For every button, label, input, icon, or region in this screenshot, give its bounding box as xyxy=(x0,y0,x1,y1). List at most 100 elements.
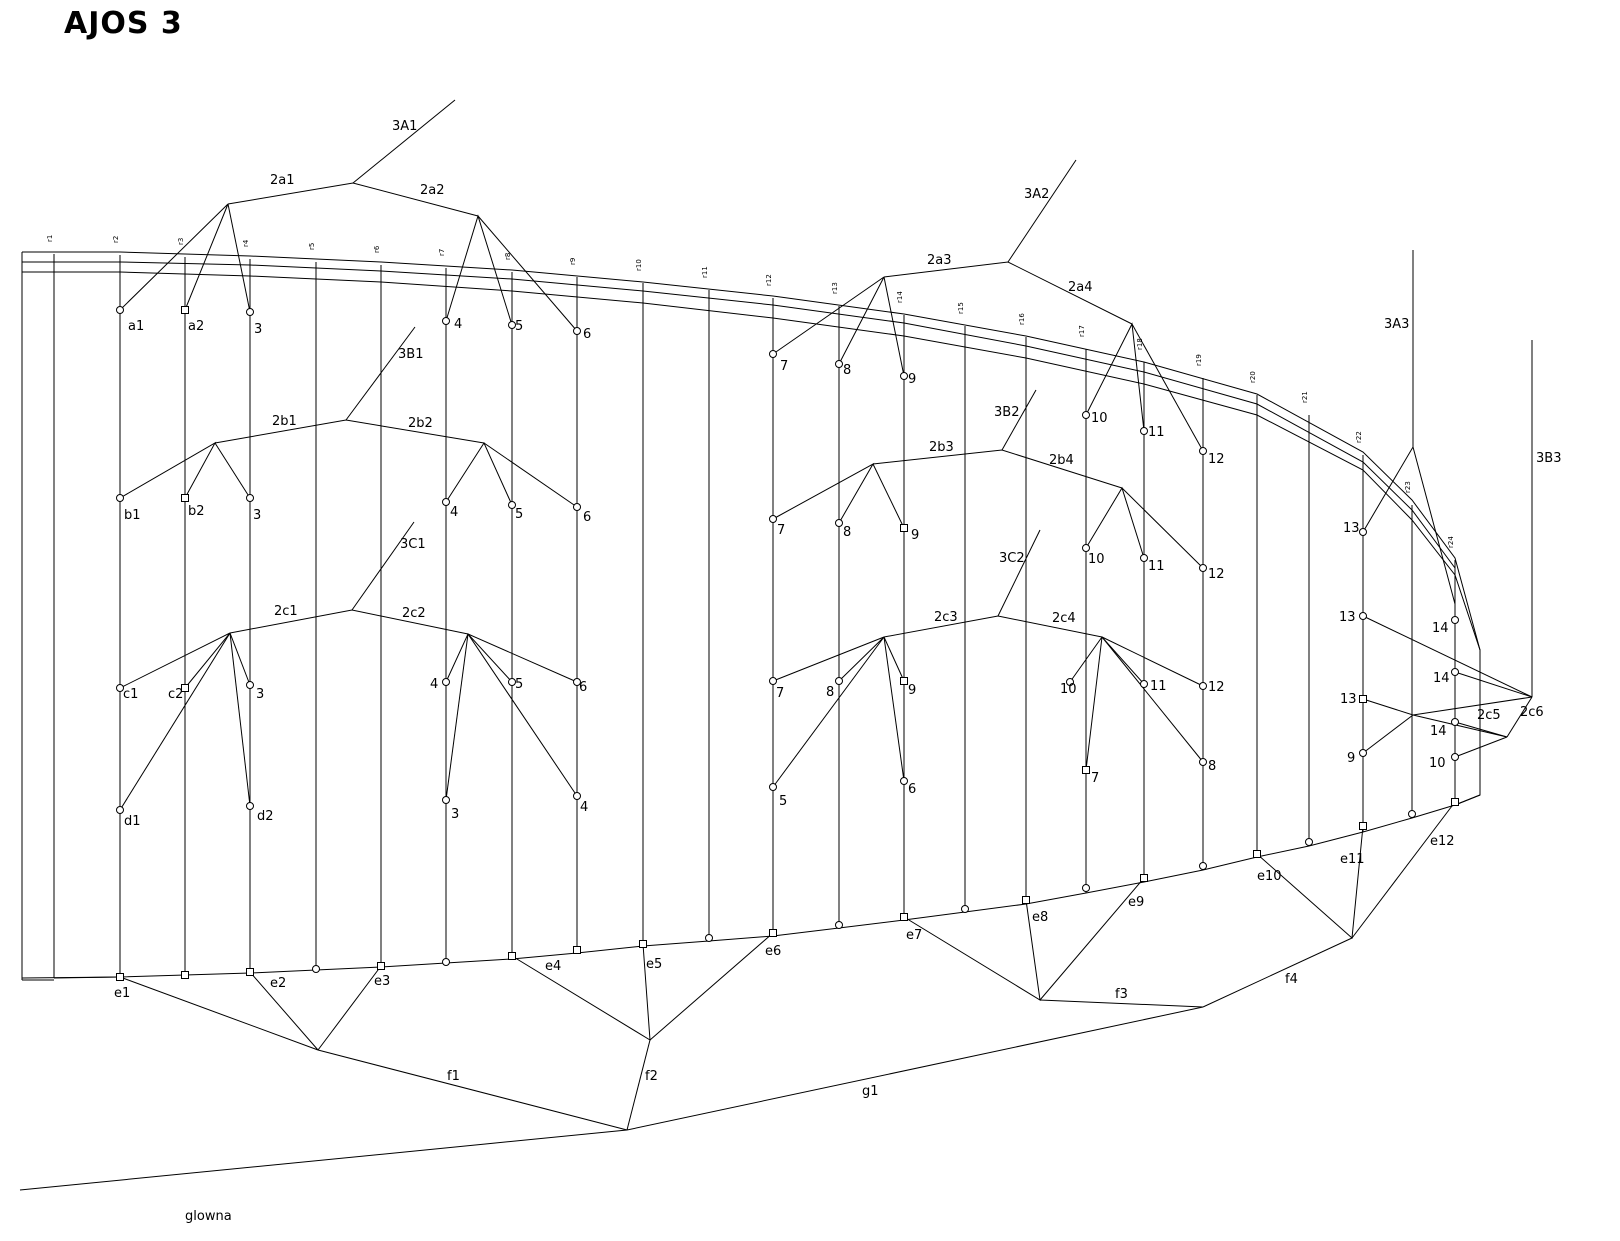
node-number-label: 6 xyxy=(908,782,916,797)
square-node xyxy=(246,968,254,976)
pipe-line xyxy=(1202,937,1353,1008)
square-node xyxy=(639,940,647,948)
node-number-label: 5 xyxy=(515,319,523,334)
pipe-line xyxy=(511,943,651,1041)
pipe-line xyxy=(351,521,415,611)
row-label: r23 xyxy=(1404,481,1412,493)
valve-node xyxy=(116,306,124,314)
pipe-line xyxy=(883,261,1133,325)
pipe-line xyxy=(119,971,319,1051)
row-label: r6 xyxy=(373,245,381,253)
node-number-label: 4 xyxy=(454,317,462,332)
node-number-label: 13 xyxy=(1340,692,1357,707)
valve-node xyxy=(835,360,843,368)
row-label: r5 xyxy=(308,243,316,250)
valve-node xyxy=(246,494,254,502)
pipe-line xyxy=(21,976,121,979)
valve-node xyxy=(769,515,777,523)
pipe-line xyxy=(445,633,513,683)
label-a1: a1 xyxy=(128,319,144,334)
label-2c4: 2c4 xyxy=(1052,611,1076,626)
pipe-line xyxy=(626,1006,1204,1131)
node-number-label: 5 xyxy=(779,794,787,809)
node-number-label: 10 xyxy=(1429,756,1446,771)
node-number-label: 6 xyxy=(583,510,591,525)
pipe-line xyxy=(229,632,251,686)
label-e2: e2 xyxy=(270,976,286,991)
square-node xyxy=(116,973,124,981)
square-node xyxy=(1359,822,1367,830)
valve-node xyxy=(1359,749,1367,757)
node-number-label: 3 xyxy=(451,807,459,822)
label-2b1: 2b1 xyxy=(272,414,297,429)
node-number-label: 11 xyxy=(1148,559,1165,574)
square-node xyxy=(900,913,908,921)
square-node xyxy=(181,494,189,502)
label-2b3: 2b3 xyxy=(929,440,954,455)
valve-node xyxy=(508,501,516,509)
valve-node xyxy=(705,934,713,942)
node-number-label: 7 xyxy=(1091,771,1099,786)
pipe-line xyxy=(477,215,578,332)
pipe-line xyxy=(483,442,578,508)
valve-node xyxy=(508,678,516,686)
pipe-line xyxy=(1131,323,1204,452)
valve-node xyxy=(1082,544,1090,552)
pipe-line xyxy=(229,632,251,807)
pipe-line xyxy=(445,441,513,506)
valve-node xyxy=(1199,758,1207,766)
row-label: r17 xyxy=(1078,325,1086,337)
valve-node xyxy=(1451,668,1459,676)
valve-node xyxy=(246,681,254,689)
pipe-line xyxy=(772,462,875,524)
row-label: r9 xyxy=(569,258,577,265)
pipe-line xyxy=(445,214,513,326)
valve-node xyxy=(1199,682,1207,690)
label-2c5: 2c5 xyxy=(1477,708,1501,723)
square-node xyxy=(573,946,581,954)
pipe-line xyxy=(1454,736,1508,758)
row-label: r7 xyxy=(438,249,446,256)
pipe-line xyxy=(1069,636,1145,685)
square-node xyxy=(181,306,189,314)
row-label: r10 xyxy=(635,259,643,271)
pipe-line xyxy=(1362,615,1533,698)
label-2c1: 2c1 xyxy=(274,604,298,619)
valve-node xyxy=(1305,838,1313,846)
valve-node xyxy=(1359,528,1367,536)
pipe-line xyxy=(997,529,1041,617)
node-number-label: 4 xyxy=(450,505,458,520)
node-number-label: 8 xyxy=(1208,759,1216,774)
node-number-label: 12 xyxy=(1208,452,1225,467)
valve-node xyxy=(116,684,124,692)
valve-node xyxy=(442,958,450,966)
node-number-label: 5 xyxy=(515,677,523,692)
valve-node xyxy=(1199,564,1207,572)
row-label: r14 xyxy=(896,291,904,303)
node-number-label: 10 xyxy=(1060,682,1077,697)
valve-node xyxy=(1408,810,1416,818)
pipe-line xyxy=(1412,714,1508,738)
pipe-line xyxy=(467,633,578,797)
row-label: r20 xyxy=(1249,371,1257,383)
pipe-line xyxy=(1121,487,1204,569)
page-title: AJOS 3 xyxy=(64,6,183,41)
row-label: r24 xyxy=(1447,536,1455,548)
label-3B1: 3B1 xyxy=(398,347,423,362)
row-label: r15 xyxy=(957,302,965,314)
pipe-line xyxy=(119,632,231,811)
valve-node xyxy=(442,498,450,506)
node-number-label: 9 xyxy=(908,683,916,698)
node-number-label: 14 xyxy=(1433,671,1450,686)
valve-node xyxy=(442,317,450,325)
valve-node xyxy=(1082,411,1090,419)
square-node xyxy=(900,677,908,685)
label-e11: e11 xyxy=(1340,852,1365,867)
pipe-line xyxy=(626,1039,651,1131)
label-2c2: 2c2 xyxy=(402,606,426,621)
pipe-line xyxy=(227,203,251,313)
valve-node xyxy=(769,677,777,685)
valve-node xyxy=(1451,718,1459,726)
node-number-label: 13 xyxy=(1339,610,1356,625)
